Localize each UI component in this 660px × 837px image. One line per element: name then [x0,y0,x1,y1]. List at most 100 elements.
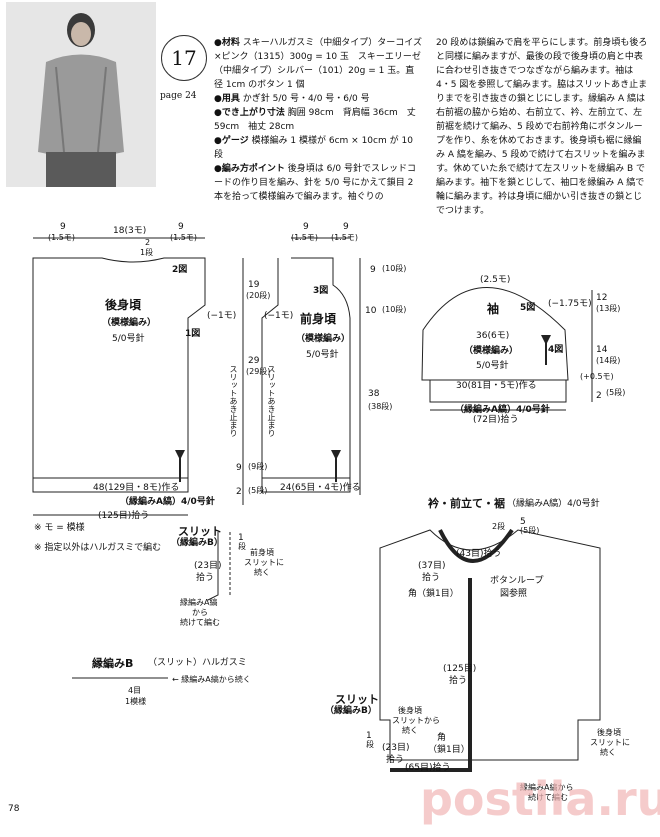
slit-r1s: 段 [238,542,246,551]
back-slit-label: スリットあき止まり [229,365,238,437]
collar-r1: 5 [520,517,526,527]
front-top-l-sub: (1.5モ) [291,233,318,242]
collar-loop2: 図参照 [500,589,528,599]
materials-block: ●材料 スキーハルガスミ（中細タイプ）ターコイズ×ピンク（1315）300g =… [214,36,422,204]
back-fig2: 2図 [172,265,188,275]
sleeve-r2s: (14段) [596,356,621,365]
front-hem: 24(65目・4モ)作る [280,483,361,493]
pattern-number: 17 [161,35,207,81]
back-top-right-sub: (1.5モ) [170,233,197,242]
collar-slit-note1: 後身頃 [398,706,422,715]
back-side-29: 29 [248,356,260,366]
instructions-text: 20 段めは鎖編みで肩を平らにします。前身頃も後ろと同様に編みますが、最後の段で… [436,38,648,216]
collar-slit-sub: （縁編みB） [325,706,377,716]
note-mo: ※ モ = 模様 [34,523,85,533]
front-r3s: (38段) [368,402,393,411]
collar-corner2: 角 [437,733,447,743]
collar-neck: (43目)拾う [456,549,502,559]
sleeve-cuff [429,379,567,403]
front-fig3: 3図 [313,286,329,296]
sleeve-r1: 12 [596,293,608,303]
front-border-band [261,477,351,493]
size-label: ●でき上がり寸法 [214,108,285,118]
slit-sub: （縁編みB） [171,538,223,548]
border-b-title: 縁編みB [92,657,134,670]
collar-r1s: (5段) [520,526,540,535]
front-pattern: （模様編み） [296,334,351,344]
front-top-r-sub: (1.5モ) [331,233,358,242]
back-side-19: 19 [248,280,260,290]
slit-note4: 縁編みA縞 [180,598,218,607]
front-needle: 5/0号針 [306,350,339,360]
size-text: 胸囲 98cm 背肩幅 36cm 丈 59cm 袖丈 28cm [214,108,416,132]
back-hem: 48(129目・8モ)作る [93,483,180,493]
collar-bottom2: 続けて編む [528,793,568,802]
collar-slit-note2: スリットから [392,716,440,725]
sleeve-pickup: (72目)拾う [473,415,519,425]
collar-bottom1: 縁編みA縞から [520,783,574,792]
back-side-29r: (29段) [246,367,271,376]
collar-loop: ボタンループ [490,576,544,586]
sleeve-r3s: (5段) [606,388,626,397]
sleeve-r1s: (13段) [596,304,621,313]
collar-side: (37目) [418,561,446,571]
back-border-band [32,477,189,493]
collar-corner: 角（鎖1目） [408,589,459,599]
collar-slit-r2: スリットに [590,738,630,747]
sleeve-fig5: 5図 [520,303,536,313]
sleeve-minus: (−1.75モ) [548,299,592,309]
sleeve-fig4: 4図 [548,345,564,355]
front-title: 前身頃 [300,312,337,326]
materials-label: ●材料 [214,38,240,48]
gauge-text: 模様編み 1 模様が 6cm × 10cm が 10 段 [214,136,413,160]
front-r3: 38 [368,389,380,399]
border-b-rep2: 1模様 [125,697,147,706]
method-label: ●編み方ポイント [214,164,285,174]
back-pickup: (125目)拾う [98,511,150,521]
materials-text: スキーハルガスミ（中細タイプ）ターコイズ×ピンク（1315）300g = 10 … [214,38,423,90]
back-top-left-dim: 9 [60,222,66,232]
collar-front2: 拾う [449,676,468,686]
page-number: 78 [8,804,20,814]
sleeve-title: 袖 [487,302,500,316]
back-pattern: （模様編み） [102,318,157,328]
slit-note3: 続く [254,568,270,577]
back-border: （縁編みA縞）4/0号針 [120,497,215,507]
collar-side2: 拾う [422,573,441,583]
gauge-label: ●ゲージ [214,136,249,146]
pattern-number-text: 17 [171,46,197,70]
front-body-outline [261,257,351,479]
border-b-rep: 4目 [128,686,142,695]
slit-note6: 続けて編む [180,618,220,627]
sleeve-pattern: （模様編み） [464,346,519,356]
front-minus1: (−1モ) [264,311,294,321]
method-text: 後身頃は 6/0 号針でスレッドコードの作り目を編み、針を 5/0 号にかえて鎖… [214,164,416,202]
sleeve-r2: 14 [596,345,608,355]
back-top-mid-2: 2 [145,238,151,247]
back-side-5r: (5段) [248,486,268,495]
back-top-mid-3: 1段 [140,248,154,257]
sleeve-border: （縁編みA縞）4/0号針 [455,405,550,415]
collar-corner2b: （鎖1目） [428,745,470,755]
sleeve-plus: (+0.5モ) [580,372,614,381]
sleeve-needle: 5/0号針 [476,361,509,371]
back-side-9: 9 [236,463,242,473]
front-r1: 9 [370,265,376,275]
sleeve-width: 36(6モ) [476,331,510,341]
back-top-left-sub: (1.5モ) [48,233,75,242]
collar-slit: スリット [335,693,379,706]
back-body-outline [32,257,206,479]
slit-note1: 前身頃 [250,548,274,557]
tools-label: ●用具 [214,94,240,104]
slit-pick2: 拾う [196,573,215,583]
collar-sub: （縁編みA縞）4/0号針 [507,499,600,509]
collar-r3s: 段 [366,740,374,749]
sleeve-top: (2.5モ) [480,275,511,285]
collar-front: (125目) [443,664,477,674]
front-slit-label: スリットあき止まり [267,365,276,437]
slit-line [207,532,219,601]
model-photo [6,2,156,187]
collar-pick65: (65目)拾う [405,763,451,773]
sleeve-r3: 2 [596,391,602,401]
